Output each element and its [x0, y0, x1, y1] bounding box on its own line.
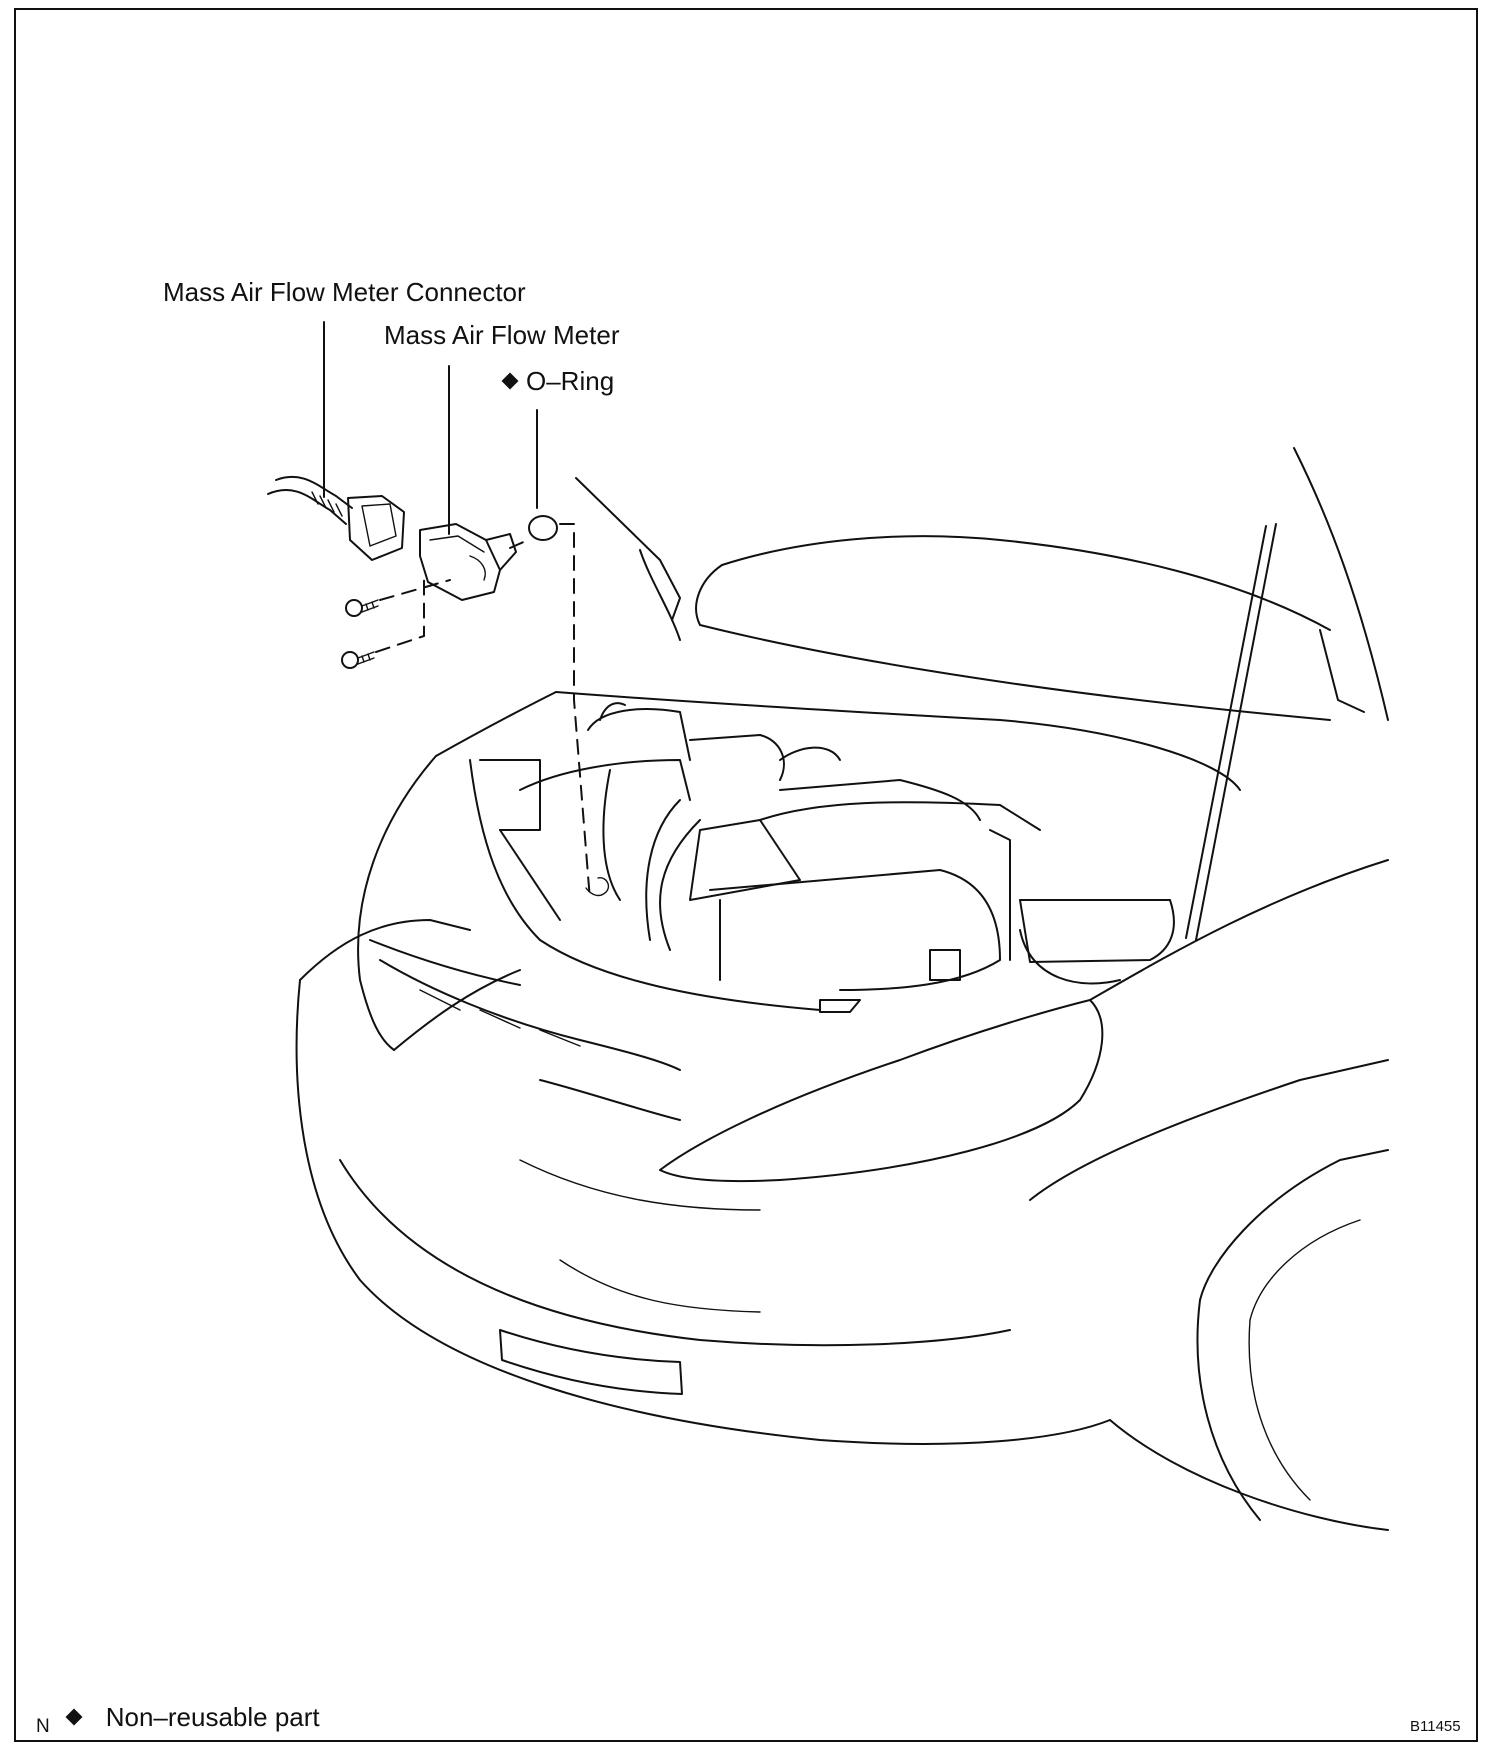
engine-compartment [469, 702, 1175, 1013]
legend-text: Non–reusable part [105, 1702, 320, 1732]
legend-diamond-icon [65, 1708, 83, 1726]
screw-upper [345, 599, 379, 617]
vehicle-body [295, 691, 1389, 1531]
vehicle-hood [575, 447, 1389, 941]
diagram-frame [14, 8, 1478, 1742]
legend: N Non–reusable part [36, 1702, 320, 1737]
legend-corner-mark: N [36, 1716, 50, 1737]
o-ring [528, 515, 558, 541]
label-mass-air-flow-meter: Mass Air Flow Meter [384, 320, 620, 350]
label-o-ring-text: O–Ring [526, 366, 615, 396]
screw-lower [341, 651, 375, 669]
mass-air-flow-meter-connector [267, 475, 405, 561]
installation-dash-lines [375, 523, 591, 901]
front-grille [369, 939, 681, 1121]
label-mass-air-flow-meter-connector: Mass Air Flow Meter Connector [163, 277, 526, 307]
mass-air-flow-meter [419, 523, 517, 601]
label-o-ring: O–Ring [501, 366, 615, 396]
figure-code: B11455 [1410, 1718, 1461, 1735]
non-reusable-diamond-icon [501, 372, 519, 390]
